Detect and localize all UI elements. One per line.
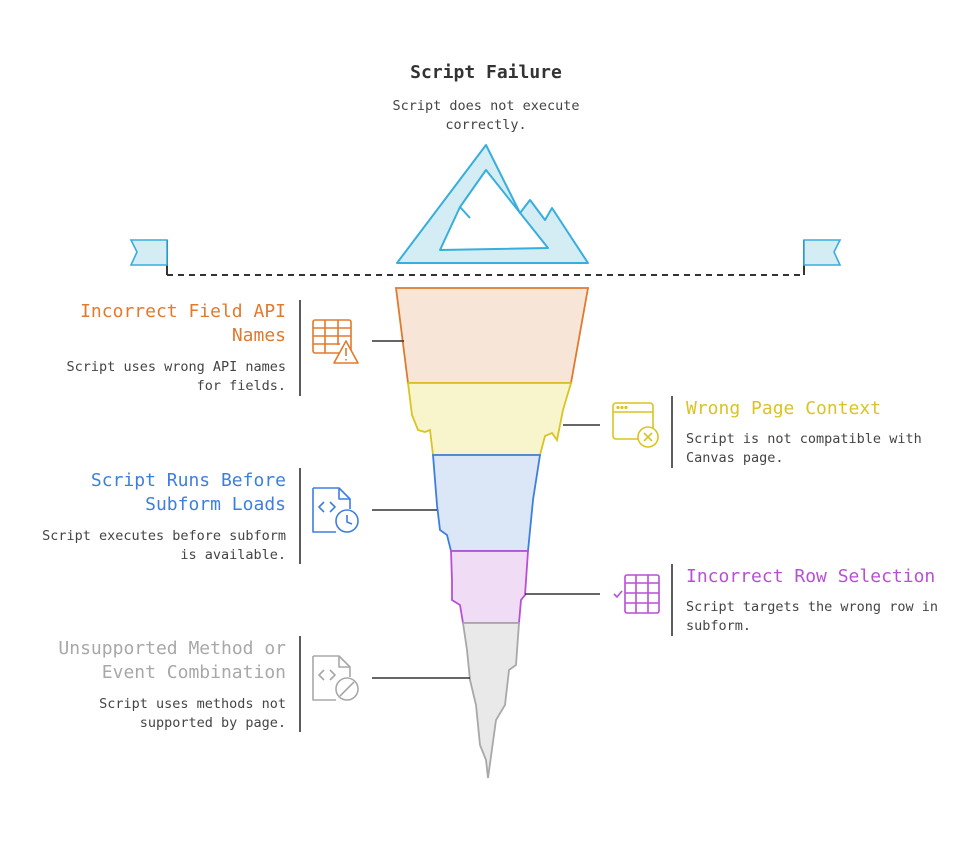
right-flag: [803, 239, 842, 275]
item-incorrect-field-api-names: Incorrect Field API Names Script uses wr…: [20, 300, 286, 396]
browser-error-icon: [612, 402, 659, 448]
item-description-line: Script executes before subform: [42, 528, 286, 544]
item-title-line: Incorrect Field API: [80, 301, 286, 322]
item-title: Incorrect Field API Names: [20, 300, 286, 348]
item-description-line: Script uses methods not: [99, 696, 286, 712]
description-line: Script does not execute: [392, 98, 580, 114]
description-line: correctly.: [445, 117, 527, 133]
table-warning-icon: [312, 319, 359, 364]
item-description-line: Canvas page.: [686, 450, 784, 466]
item-description-line: Script targets the wrong row in: [686, 599, 938, 615]
item-unsupported-method-or-event: Unsupported Method or Event Combination …: [20, 637, 286, 733]
item-title: Wrong Page Context: [686, 398, 882, 419]
diagram-title: Script Failure: [410, 62, 562, 83]
code-blocked-icon: [312, 655, 359, 701]
layer-blue: [432, 454, 542, 552]
item-description: Script uses wrong API names for fields.: [20, 358, 286, 396]
layer-gray: [461, 622, 520, 779]
item-description-line: Script uses wrong API names: [66, 359, 286, 375]
item-incorrect-row-selection: Incorrect Row Selection Script targets t…: [686, 565, 966, 636]
layer-purple: [450, 550, 529, 624]
item-description-line: subform.: [686, 618, 752, 634]
left-flag: [129, 239, 168, 275]
item-title: Script Runs Before Subform Loads: [20, 469, 286, 517]
item-title: Unsupported Method or Event Combination: [20, 637, 286, 685]
item-wrong-page-context: Wrong Page Context Script is not compati…: [686, 397, 966, 468]
item-title-line: Script Runs Before: [90, 470, 286, 491]
code-clock-icon: [312, 487, 359, 533]
diagram-description: Script does not execute correctly.: [336, 97, 636, 135]
item-script-runs-before-subform-loads: Script Runs Before Subform Loads Script …: [20, 469, 286, 565]
item-description: Script is not compatible with Canvas pag…: [686, 430, 966, 468]
layer-orange: [394, 287, 590, 384]
item-description: Script targets the wrong row in subform.: [686, 598, 966, 636]
iceberg-peak: [396, 144, 589, 264]
item-title-line: Event Combination: [101, 662, 286, 683]
item-title-line: Names: [231, 325, 286, 346]
item-description: Script executes before subform is availa…: [20, 527, 286, 565]
item-description-line: Script is not compatible with: [686, 431, 922, 447]
item-description-line: for fields.: [196, 378, 286, 394]
item-title: Incorrect Row Selection: [686, 566, 936, 587]
item-description-line: supported by page.: [139, 715, 286, 731]
item-description-line: is available.: [180, 547, 286, 563]
item-description: Script uses methods not supported by pag…: [20, 695, 286, 733]
table-row-check-icon: [613, 574, 660, 614]
item-title-line: Subform Loads: [145, 494, 286, 515]
layer-yellow: [406, 382, 573, 456]
item-title-line: Unsupported Method or: [58, 638, 286, 659]
